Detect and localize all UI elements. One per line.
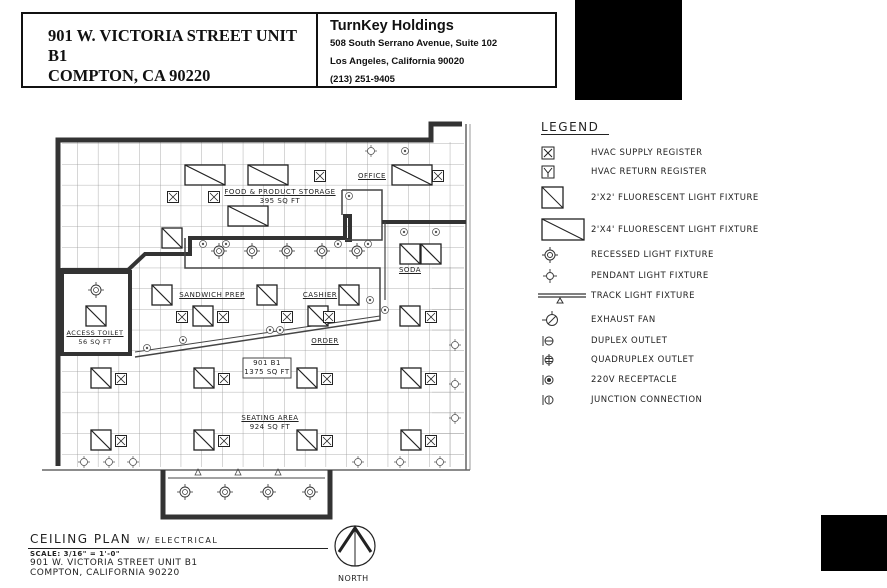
fluorescent-2x4-icon xyxy=(541,218,591,242)
room-order-name: ORDER xyxy=(311,337,339,345)
hvac-supply-register-icon xyxy=(541,143,591,163)
company-phone: (213) 251-9405 xyxy=(330,74,395,85)
legend-label: TRACK LIGHT FIXTURE xyxy=(591,291,696,301)
legend-item: 220V RECEPTACLE xyxy=(541,370,677,390)
room-sandwich-prep: SANDWICH PREP xyxy=(172,291,252,300)
room-seating-area: 924 Sq Ft xyxy=(249,423,291,431)
legend-label: PENDANT LIGHT FIXTURE xyxy=(591,271,709,281)
room-order: ORDER xyxy=(305,337,345,346)
plan-title: CEILING PLAN W/ ELECTRICAL xyxy=(30,532,218,546)
legend-label: DUPLEX OUTLET xyxy=(591,336,668,346)
room-cashier-name: CASHIER xyxy=(302,291,338,299)
room-toilet-name: ACCESS TOILET xyxy=(66,329,124,337)
company-address-line1: 508 South Serrano Avenue, Suite 102 xyxy=(330,38,498,49)
legend-item: 2'x2' FLUORESCENT LIGHT FIXTURE xyxy=(541,186,759,210)
legend-item: JUNCTION CONNECTION xyxy=(541,390,702,410)
legend-item: QUADRUPLEX OUTLET xyxy=(541,350,694,370)
room-office-name: OFFICE xyxy=(358,172,386,180)
room-seating-name: SEATING AREA xyxy=(241,414,299,422)
plan-address-line1: 901 W. VICTORIA STREET UNIT B1 xyxy=(30,558,198,568)
room-sandwich-name: SANDWICH PREP xyxy=(179,291,245,299)
legend-item: 2'x4' FLUORESCENT LIGHT FIXTURE xyxy=(541,218,759,242)
north-arrow-icon xyxy=(333,522,379,577)
hvac-return-register-icon xyxy=(541,162,591,182)
redaction-block-top xyxy=(575,0,682,100)
title-underline xyxy=(28,548,328,549)
legend-label: 2'x2' FLUORESCENT LIGHT FIXTURE xyxy=(591,193,759,203)
pendant-light-icon xyxy=(541,266,591,286)
unit-name: 901 B1 xyxy=(253,359,281,367)
recessed-light-icon xyxy=(541,245,591,265)
fluorescent-2x2-icon xyxy=(541,186,591,210)
junction-connection-icon xyxy=(541,390,591,410)
room-cashier: CASHIER xyxy=(300,291,340,300)
plan-address-line2: COMPTON, CALIFORNIA 90220 xyxy=(30,568,180,578)
legend-label: EXHAUST FAN xyxy=(591,315,656,325)
legend-label: 2'x4' FLUORESCENT LIGHT FIXTURE xyxy=(591,225,759,235)
legend-title: LEGEND xyxy=(541,120,610,135)
legend-item: RECESSED LIGHT FIXTURE xyxy=(541,245,714,265)
room-office: OFFICE xyxy=(352,172,392,181)
legend-item: HVAC SUPPLY REGISTER xyxy=(541,143,703,163)
legend-label: JUNCTION CONNECTION xyxy=(591,395,703,405)
exhaust-fan-icon xyxy=(541,310,591,330)
room-storage-name: FOOD & PRODUCT STORAGE xyxy=(224,188,336,196)
company-name: TurnKey Holdings xyxy=(330,18,454,34)
room-storage-area: 395 Sq Ft xyxy=(259,197,301,205)
unit-area: 1375 Sq Ft xyxy=(244,368,290,376)
legend-item: HVAC RETURN REGISTER xyxy=(541,162,707,182)
plan-title-text: CEILING PLAN xyxy=(30,532,132,546)
company-address-line2: Los Angeles, California 90020 xyxy=(330,56,465,67)
legend-item: PENDANT LIGHT FIXTURE xyxy=(541,266,709,286)
plan-subtitle: W/ ELECTRICAL xyxy=(137,536,219,545)
property-address: 901 W. VICTORIA STREET UNIT B1 COMPTON, … xyxy=(23,14,318,86)
title-block: 901 W. VICTORIA STREET UNIT B1 COMPTON, … xyxy=(21,12,557,88)
track-light-icon xyxy=(538,286,591,306)
legend-item: DUPLEX OUTLET xyxy=(541,331,667,351)
room-soda-name: SODA xyxy=(398,266,421,274)
quadruplex-outlet-icon xyxy=(541,350,591,370)
property-line2: COMPTON, CA 90220 xyxy=(48,66,211,85)
legend-item: EXHAUST FAN xyxy=(541,310,656,330)
legend-label: 220V RECEPTACLE xyxy=(591,375,678,385)
company-info: TurnKey Holdings 508 South Serrano Avenu… xyxy=(318,14,497,86)
legend-label: QUADRUPLEX OUTLET xyxy=(591,355,695,365)
room-toilet-area: 56 Sq Ft xyxy=(78,338,112,346)
receptacle-220v-icon xyxy=(541,370,591,390)
plan-scale: SCALE: 3/16" = 1'-0" xyxy=(30,550,121,558)
north-label: NORTH xyxy=(338,574,369,583)
legend-label: HVAC SUPPLY REGISTER xyxy=(591,148,703,158)
room-soda: SODA xyxy=(390,266,430,275)
legend-item: TRACK LIGHT FIXTURE xyxy=(538,286,695,306)
legend-label: RECESSED LIGHT FIXTURE xyxy=(591,250,714,260)
redaction-block-bottom xyxy=(821,515,887,571)
property-line1: 901 W. VICTORIA STREET UNIT B1 xyxy=(48,26,297,65)
legend-label: HVAC RETURN REGISTER xyxy=(591,167,707,177)
duplex-outlet-icon xyxy=(541,331,591,351)
